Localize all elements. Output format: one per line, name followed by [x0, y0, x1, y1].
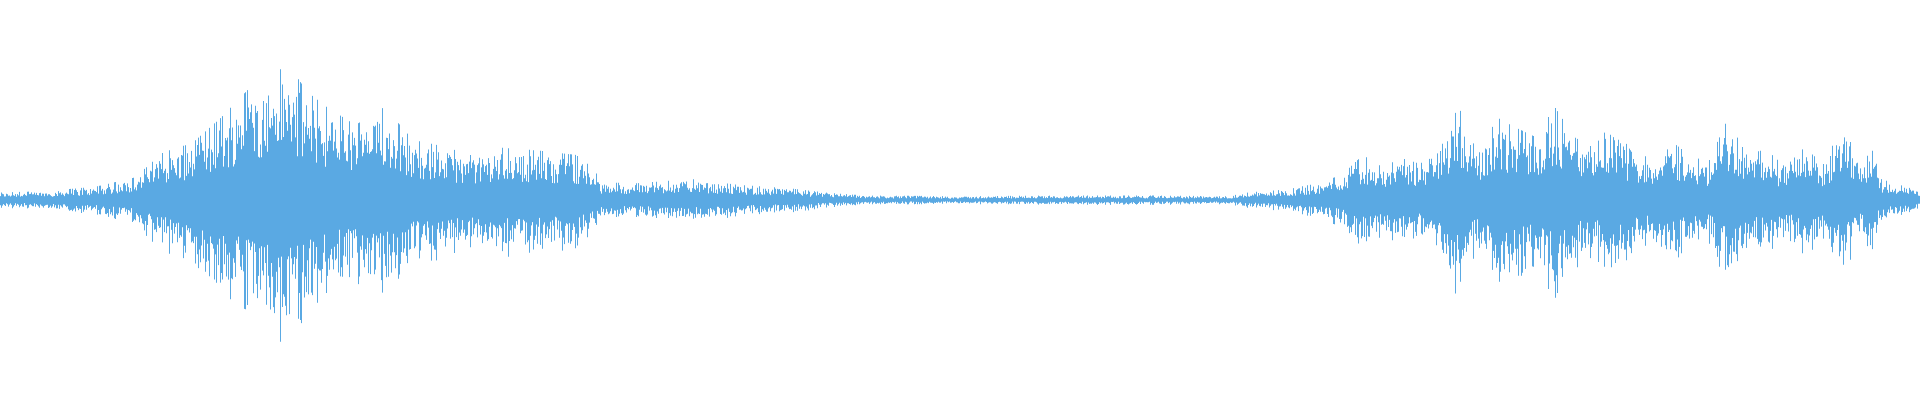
waveform-path: [0, 69, 1920, 342]
waveform-strokes: [0, 69, 1920, 342]
